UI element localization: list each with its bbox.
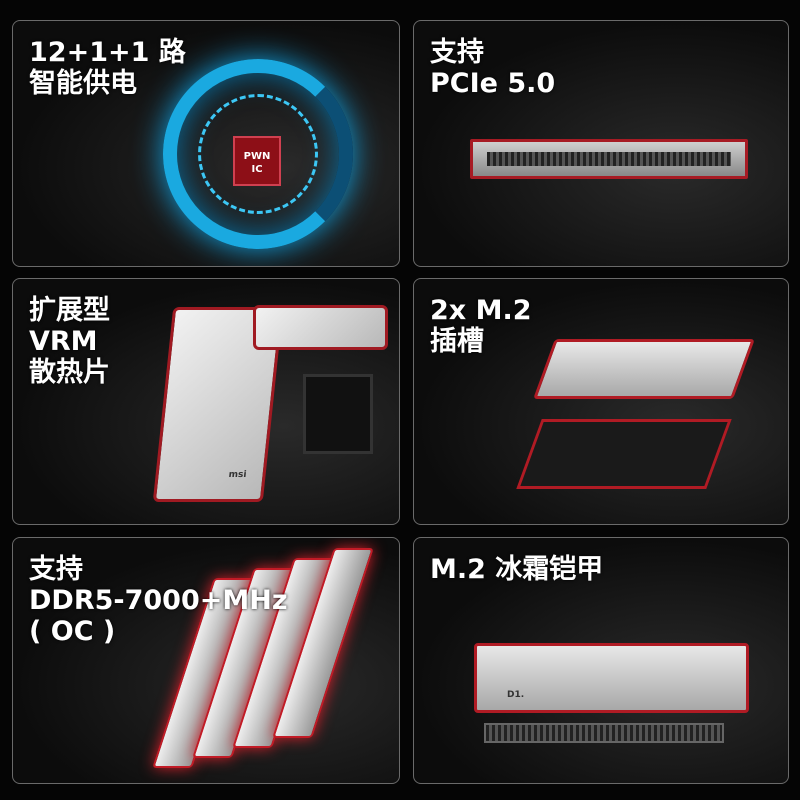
title-line: VRM [29,326,98,357]
m2-heatsink-graphic [533,339,755,399]
title-line: 散热片 [29,357,110,388]
title-line: ( OC ) [29,616,116,647]
title-line: 2x M.2 [430,295,532,326]
title-line: 12+1+1 路 [29,37,186,68]
vrm-heatsink-top-graphic [253,305,388,350]
msi-logo: msi [228,470,247,480]
chip-label: PWN [243,151,271,162]
chip-label: IC [251,164,263,175]
title-line: DDR5-7000+MHz [29,585,288,616]
pcie-slot-graphic [470,139,748,179]
title-line: 插槽 [430,326,484,357]
panel-title: 12+1+1 路智能供电 [29,37,186,99]
title-line: 支持 [29,554,83,585]
slot-graphic [484,723,724,743]
panel-power-delivery: 12+1+1 路智能供电 PWN IC [12,20,400,267]
pwm-chip: PWN IC [233,136,281,186]
m2-shield-graphic: D1. [474,643,749,713]
title-line: PCIe 5.0 [430,68,556,99]
title-line: 扩展型 [29,295,110,326]
panel-m2-shield: M.2 冰霜铠甲 D1. [413,537,789,784]
ssd-label: D1. [507,690,525,700]
title-line: 智能供电 [29,68,137,99]
panel-title: M.2 冰霜铠甲 [430,554,603,585]
cpu-socket-graphic [303,374,373,454]
m2-ssd-graphic [516,419,732,489]
inner-ring-graphic [198,94,318,214]
title-line: 支持 [430,37,484,68]
title-line: M.2 冰霜铠甲 [430,554,604,585]
